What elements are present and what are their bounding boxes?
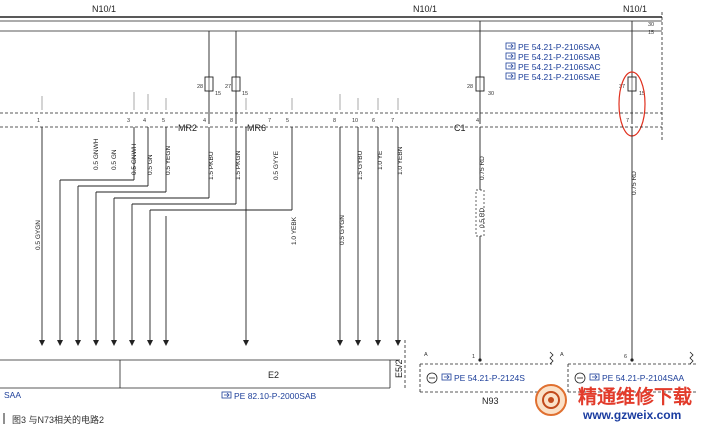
svg-text:8: 8 <box>333 118 336 124</box>
svg-text:0.5 YEGN: 0.5 YEGN <box>165 146 172 175</box>
svg-text:8: 8 <box>230 118 233 124</box>
watermark: 精通维修下载 www.gzweix.com <box>535 384 692 422</box>
watermark-text: 精通维修下载 <box>578 385 692 408</box>
svg-text:28: 28 <box>467 84 473 90</box>
wire-break-box <box>475 189 485 237</box>
connector-c1: C1 <box>454 123 466 133</box>
svg-text:37: 37 <box>619 84 625 90</box>
svg-text:15: 15 <box>639 91 645 97</box>
ref-left-partial: SAA <box>4 390 21 400</box>
connector-mr6: MR6 <box>247 123 266 133</box>
svg-text:28: 28 <box>197 84 203 90</box>
fuse-outputs <box>208 91 633 124</box>
svg-text:0.5 GYYE: 0.5 GYYE <box>273 150 280 180</box>
ref-icon <box>221 391 232 399</box>
svg-text:15: 15 <box>242 91 248 97</box>
fuse-feeds <box>208 21 633 77</box>
pin-a2: A <box>560 352 564 358</box>
svg-text:1.5 GYBU: 1.5 GYBU <box>357 150 364 180</box>
ref-2106sae: PE 54.21-P-2106SAE <box>518 72 601 82</box>
svg-text:5: 5 <box>162 118 165 124</box>
ref-right: PE 54.21-P-2104SAA <box>602 373 685 383</box>
ref-e2: PE 82.10-P-2000SAB <box>234 391 317 401</box>
svg-text:1.0 YEBK: 1.0 YEBK <box>291 216 298 245</box>
svg-text:1.5 PKGN: 1.5 PKGN <box>235 150 242 180</box>
svg-text:0.5 GNWH: 0.5 GNWH <box>131 143 138 175</box>
top-label-1: N10/1 <box>92 4 116 14</box>
svg-text:0.75 RD: 0.75 RD <box>479 156 486 180</box>
n93-pins <box>478 358 634 362</box>
svg-text:0.5 GN: 0.5 GN <box>147 154 154 175</box>
ref-2106saa: PE 54.21-P-2106SAA <box>518 42 601 52</box>
fuse-2: 27 15 <box>225 76 248 97</box>
svg-text:4: 4 <box>203 118 206 124</box>
pin-numbers: 1 3 4 5 4 8 7 5 8 10 6 7 4 7 <box>37 118 629 124</box>
ref-icon <box>589 373 600 381</box>
ref-icon <box>505 62 516 70</box>
ground-symbol-icon <box>574 372 586 384</box>
svg-text:0.5 GNWH: 0.5 GNWH <box>93 138 100 170</box>
top-label-3: N10/1 <box>623 4 647 14</box>
wire-arrows <box>39 340 401 346</box>
pin-6: 6 <box>624 354 627 360</box>
ref-2106sab: PE 54.21-P-2106SAB <box>518 52 601 62</box>
svg-text:7: 7 <box>268 118 271 124</box>
svg-text:1.0 YE: 1.0 YE <box>377 150 384 170</box>
wires <box>41 127 633 360</box>
svg-text:5: 5 <box>286 118 289 124</box>
pin-1: 1 <box>472 354 475 360</box>
svg-text:30: 30 <box>488 91 494 97</box>
svg-text:7: 7 <box>626 118 629 124</box>
connector-boundary <box>0 112 662 128</box>
bus-pin-30: 30 <box>648 22 654 28</box>
svg-text:6: 6 <box>372 118 375 124</box>
svg-text:4: 4 <box>143 118 146 124</box>
svg-text:7: 7 <box>391 118 394 124</box>
label-n93: N93 <box>482 396 499 406</box>
svg-text:0.5 GYGN: 0.5 GYGN <box>35 220 42 250</box>
svg-text:1.0 YEBN: 1.0 YEBN <box>397 146 404 175</box>
bus-pin-15: 15 <box>648 30 654 36</box>
ref-list-top: PE 54.21-P-2106SAA PE 54.21-P-2106SAB PE… <box>505 42 601 82</box>
wire-labels: 0.5 GYGN 0.5 GNWH 0.5 GN 0.5 GNWH 0.5 GN… <box>35 138 638 250</box>
ref-icon <box>505 72 516 80</box>
ref-2106sac: PE 54.21-P-2106SAC <box>518 62 601 72</box>
svg-text:1.5 PKBU: 1.5 PKBU <box>208 151 215 180</box>
ref-n93: PE 54.21-P-2124S <box>454 373 525 383</box>
label-e5-2: E5/2 <box>394 359 404 378</box>
label-e2: E2 <box>268 370 279 380</box>
figure-caption: 图3 与N73相关的电路2 <box>12 414 104 425</box>
svg-text:10: 10 <box>352 118 358 124</box>
ref-icon <box>441 373 452 381</box>
top-label-2: N10/1 <box>413 4 437 14</box>
fuse-3: 28 30 <box>467 76 494 97</box>
connector-mr2: MR2 <box>178 123 197 133</box>
ground-symbol-icon <box>426 372 438 384</box>
ref-icon <box>505 42 516 50</box>
top-bus <box>0 12 663 140</box>
svg-text:0.5 RD: 0.5 RD <box>479 207 486 228</box>
svg-text:3: 3 <box>127 118 130 124</box>
svg-text:4: 4 <box>476 118 479 124</box>
pin-tags <box>41 92 399 110</box>
watermark-url: www.gzweix.com <box>582 408 681 422</box>
bottom-brackets <box>0 340 698 393</box>
svg-text:0.5 GN: 0.5 GN <box>111 149 118 170</box>
svg-text:1: 1 <box>37 118 40 124</box>
svg-text:27: 27 <box>225 84 231 90</box>
ref-icon <box>505 52 516 60</box>
svg-text:0.75 RD: 0.75 RD <box>631 171 638 195</box>
svg-text:0.5 GYGN: 0.5 GYGN <box>339 215 346 245</box>
svg-text:15: 15 <box>215 91 221 97</box>
pin-a1: A <box>424 352 428 358</box>
